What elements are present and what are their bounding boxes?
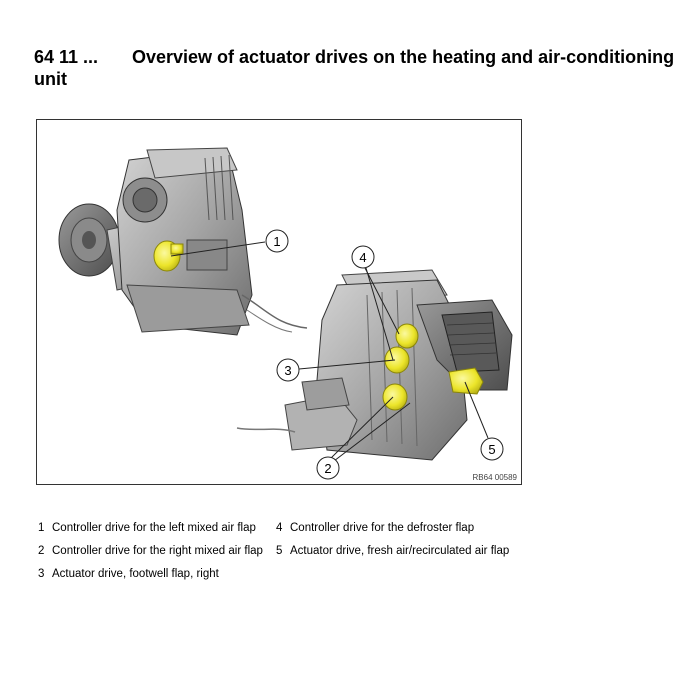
- legend-item-text: Actuator drive, footwell flap, right: [52, 568, 219, 580]
- legend-column-left: 1 Controller drive for the left mixed ai…: [38, 521, 272, 590]
- actuator-1-shape: [153, 240, 184, 272]
- legend-item-2: 2 Controller drive for the right mixed a…: [38, 544, 272, 559]
- actuator-5-shape: [448, 367, 484, 395]
- legend-item-4: 4 Controller drive for the defroster fla…: [276, 521, 510, 536]
- callout-2-label: 2: [324, 461, 331, 476]
- callout-5: 5: [480, 437, 504, 461]
- callout-3-label: 3: [284, 363, 291, 378]
- hvac-illustration: 1 2 3 4 5: [58, 147, 513, 480]
- legend-item-text: Actuator drive, fresh air/recirculated a…: [290, 545, 510, 557]
- callout-5-label: 5: [488, 442, 495, 457]
- actuator-4-shape: [395, 323, 419, 349]
- figure-code: RB64 00589: [472, 473, 517, 482]
- legend-item-text: Controller drive for the defroster flap: [290, 522, 475, 534]
- page-heading: 64 11 ...Overview of actuator drives on …: [34, 46, 684, 90]
- callout-4: 4: [351, 245, 375, 269]
- callout-1-label: 1: [273, 234, 280, 249]
- callout-1: 1: [265, 229, 289, 253]
- section-number: 64 11 ...: [34, 47, 99, 67]
- legend-item-5: 5 Actuator drive, fresh air/recirculated…: [276, 544, 510, 559]
- legend-item-number: 4: [276, 522, 283, 534]
- actuator-3-shape: [384, 346, 410, 374]
- callout-2: 2: [316, 456, 340, 480]
- legend-item-text: Controller drive for the right mixed air…: [52, 545, 263, 557]
- legend-item-text: Controller drive for the left mixed air …: [52, 522, 256, 534]
- legend-item-number: 2: [38, 545, 45, 557]
- callout-4-label: 4: [359, 250, 366, 265]
- actuator-2-shape: [382, 383, 408, 411]
- legend-item-number: 1: [38, 522, 45, 534]
- legend-item-3: 3 Actuator drive, footwell flap, right: [38, 567, 272, 582]
- legend-item-number: 3: [38, 568, 45, 580]
- legend-column-right: 4 Controller drive for the defroster fla…: [276, 521, 510, 567]
- callout-leader-lines: [170, 241, 489, 462]
- callout-3: 3: [276, 358, 300, 382]
- legend-item-1: 1 Controller drive for the left mixed ai…: [38, 521, 272, 536]
- actuator-overview-figure: 1 2 3 4 5 RB64 00589: [36, 119, 522, 485]
- section-title: Overview of actuator drives on the heati…: [34, 47, 675, 89]
- legend-item-number: 5: [276, 545, 283, 557]
